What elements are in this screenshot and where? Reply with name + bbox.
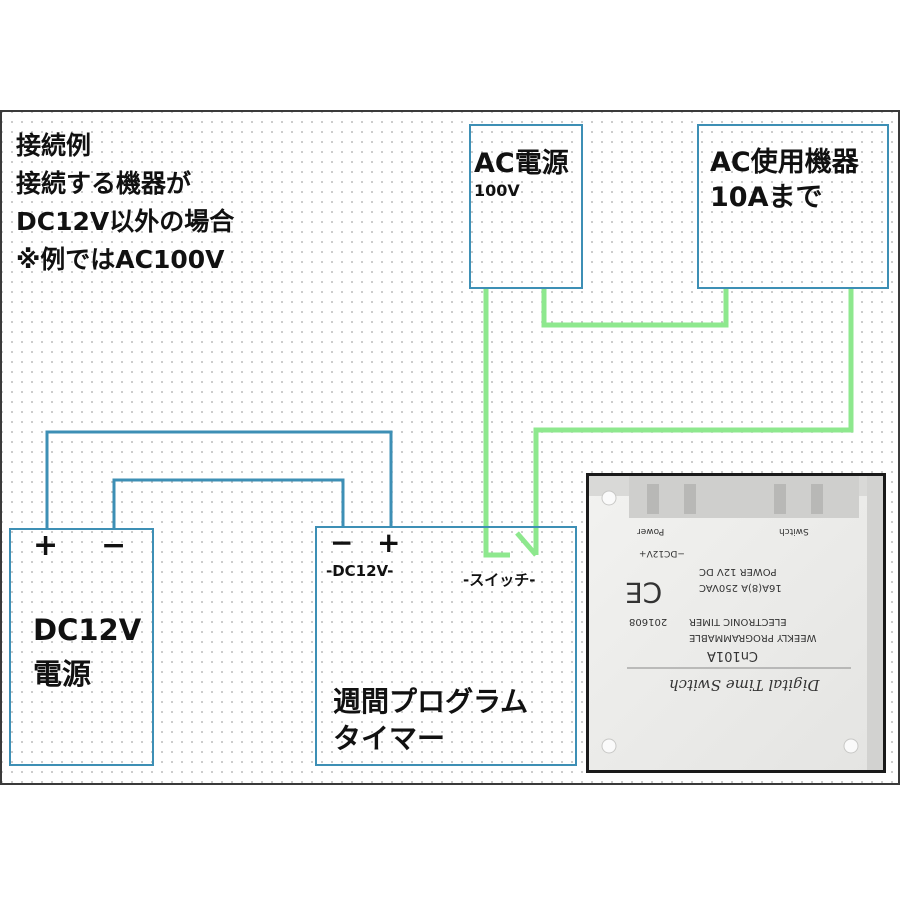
timer-dc-label: -DC12V-	[326, 562, 394, 580]
note-line-2: 接続する機器が	[16, 169, 192, 198]
screw-hole-icon	[601, 738, 617, 754]
diagram-frame	[0, 110, 900, 785]
ac-device-line-2: 10Aまで	[710, 182, 823, 213]
dc-wire-minus	[112, 478, 345, 530]
timer-switch-label: -スイッチ-	[463, 571, 536, 589]
note-line-1: 接続例	[16, 131, 92, 160]
info-line-2: ELECTRONIC TIMER	[689, 616, 787, 627]
rating-line-2: 16A(8)A 250VAC	[699, 582, 782, 593]
screw-hole-icon	[601, 490, 617, 506]
info-line-1: WEEKLY PROGRAMMABLE	[689, 632, 817, 643]
terminal-power-label: Power	[637, 526, 665, 536]
model-label: Cn101A	[707, 648, 759, 663]
terminal-switch-label: Switch	[779, 526, 809, 536]
device-photo: Power −DC12V+ Switch CE POWER 12V DC 16A…	[586, 473, 886, 773]
timer-minus: −	[330, 526, 354, 559]
code-label: 201608	[629, 616, 668, 627]
timer-line-2: タイマー	[333, 722, 446, 755]
timer-line-1: 週間プログラム	[333, 685, 529, 718]
dc-supply-plus: +	[33, 528, 59, 563]
ac-wire-device-to-switch	[533, 288, 854, 555]
dc-supply-minus: −	[101, 528, 127, 563]
rating-line-1: POWER 12V DC	[699, 566, 777, 577]
ce-mark: CE	[625, 576, 663, 609]
dc-wire-plus	[45, 430, 393, 530]
ac-device-line-1: AC使用機器	[710, 147, 859, 178]
ac-device-box	[697, 124, 889, 289]
ac-power-voltage: 100V	[474, 181, 520, 200]
dc-supply-line-1: DC12V	[33, 613, 142, 647]
terminal-dc-label: −DC12V+	[639, 548, 685, 558]
ac-power-title: AC電源	[474, 148, 569, 179]
ac-power-box	[469, 124, 583, 289]
dc-supply-box	[9, 528, 154, 766]
device-body	[589, 476, 883, 770]
note-line-4: ※例ではAC100V	[16, 245, 225, 274]
ac-wire-power-to-switch	[483, 288, 510, 558]
brand-label: Digital Time Switch	[669, 676, 820, 694]
switch-lever	[515, 531, 538, 557]
timer-plus: +	[377, 526, 401, 559]
dc-supply-line-2: 電源	[33, 657, 92, 691]
screw-hole-icon	[843, 738, 859, 754]
ac-wire-link	[541, 288, 729, 328]
timer-box	[315, 526, 577, 766]
note-line-3: DC12V以外の場合	[16, 207, 235, 236]
